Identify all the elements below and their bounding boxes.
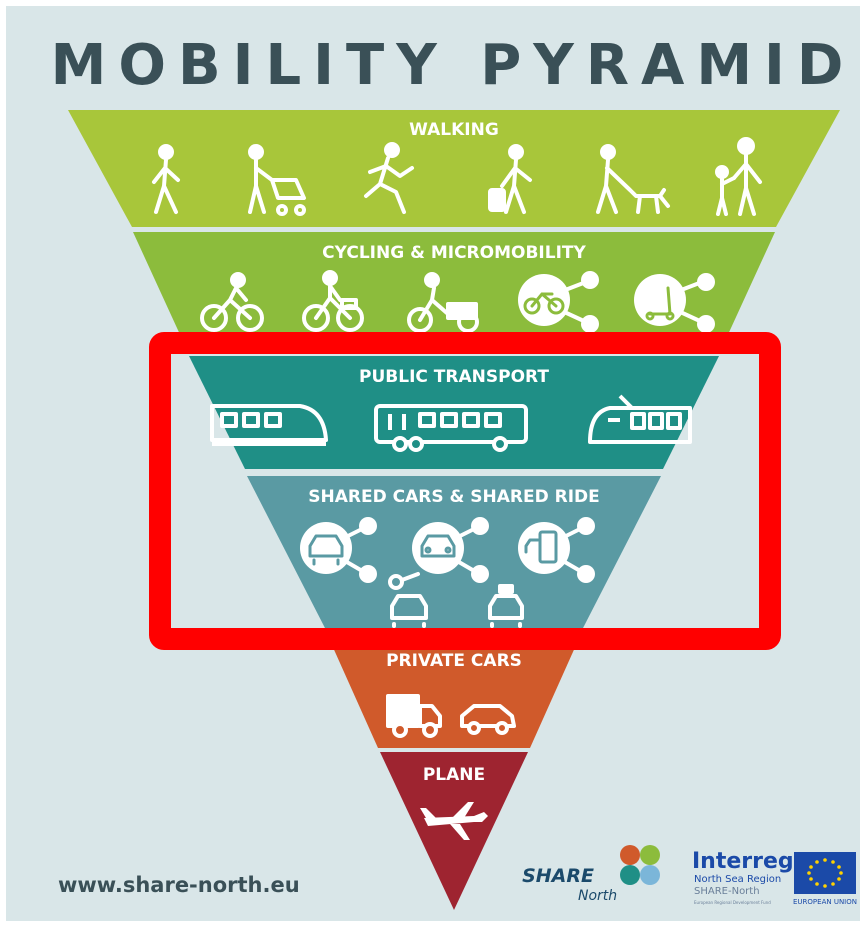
cyclist-icon xyxy=(200,272,264,332)
plane-band xyxy=(380,752,528,910)
cyclist-basket-icon xyxy=(302,270,364,332)
eu-flag-logo: EUROPEAN UNION xyxy=(793,852,857,906)
adult-child-icon xyxy=(715,137,762,216)
level-label-shared: SHARED CARS & SHARED RIDE xyxy=(308,487,600,507)
eu-stars-icon xyxy=(807,858,843,888)
shared-car-icon xyxy=(300,517,377,583)
interreg-logo: Interreg North Sea Region SHARE-North Eu… xyxy=(692,849,794,905)
interreg-line2: North Sea Region xyxy=(694,874,781,885)
shared-scooter-icon xyxy=(634,273,715,333)
truck-icon xyxy=(386,694,442,738)
pyramid-title: MOBILITY PYRAMID xyxy=(51,33,856,98)
suitcase-walker-icon xyxy=(488,144,532,214)
level-label-public-transport: PUBLIC TRANSPORT xyxy=(359,367,549,387)
footer-url[interactable]: www.share-north.eu xyxy=(58,873,300,897)
tram-icon xyxy=(588,394,692,444)
highlight-box xyxy=(149,332,781,650)
car-key-icon xyxy=(388,572,428,628)
cargo-bike-icon xyxy=(407,272,479,333)
shared-car-front-icon xyxy=(412,517,489,583)
share-logo-line2: North xyxy=(578,888,617,904)
car-icon xyxy=(460,704,516,735)
interreg-title: Interreg xyxy=(692,849,794,874)
train-icon xyxy=(210,404,328,446)
eu-label: EUROPEAN UNION xyxy=(793,898,857,906)
cycling-band xyxy=(133,232,775,352)
level-label-plane: PLANE xyxy=(423,765,485,785)
interreg-fund: European Regional Development Fund xyxy=(694,900,771,905)
plane-icon xyxy=(420,802,488,840)
pedestrian-icon xyxy=(152,144,180,214)
dog-walker-icon xyxy=(596,144,670,214)
runner-icon xyxy=(364,142,414,214)
bus-icon xyxy=(374,404,528,452)
shared-bike-icon xyxy=(518,271,599,333)
share-north-logo: SHARE North xyxy=(522,845,660,904)
level-label-private-cars: PRIVATE CARS xyxy=(386,651,522,671)
share-logo-line1: SHARE xyxy=(522,865,594,887)
level-label-cycling: CYCLING & MICROMOBILITY xyxy=(322,243,586,263)
interreg-line3: SHARE-North xyxy=(694,886,760,897)
level-label-walking: WALKING xyxy=(409,120,499,140)
taxi-icon xyxy=(488,584,524,628)
ride-app-icon xyxy=(518,517,595,583)
stroller-icon xyxy=(248,144,306,216)
